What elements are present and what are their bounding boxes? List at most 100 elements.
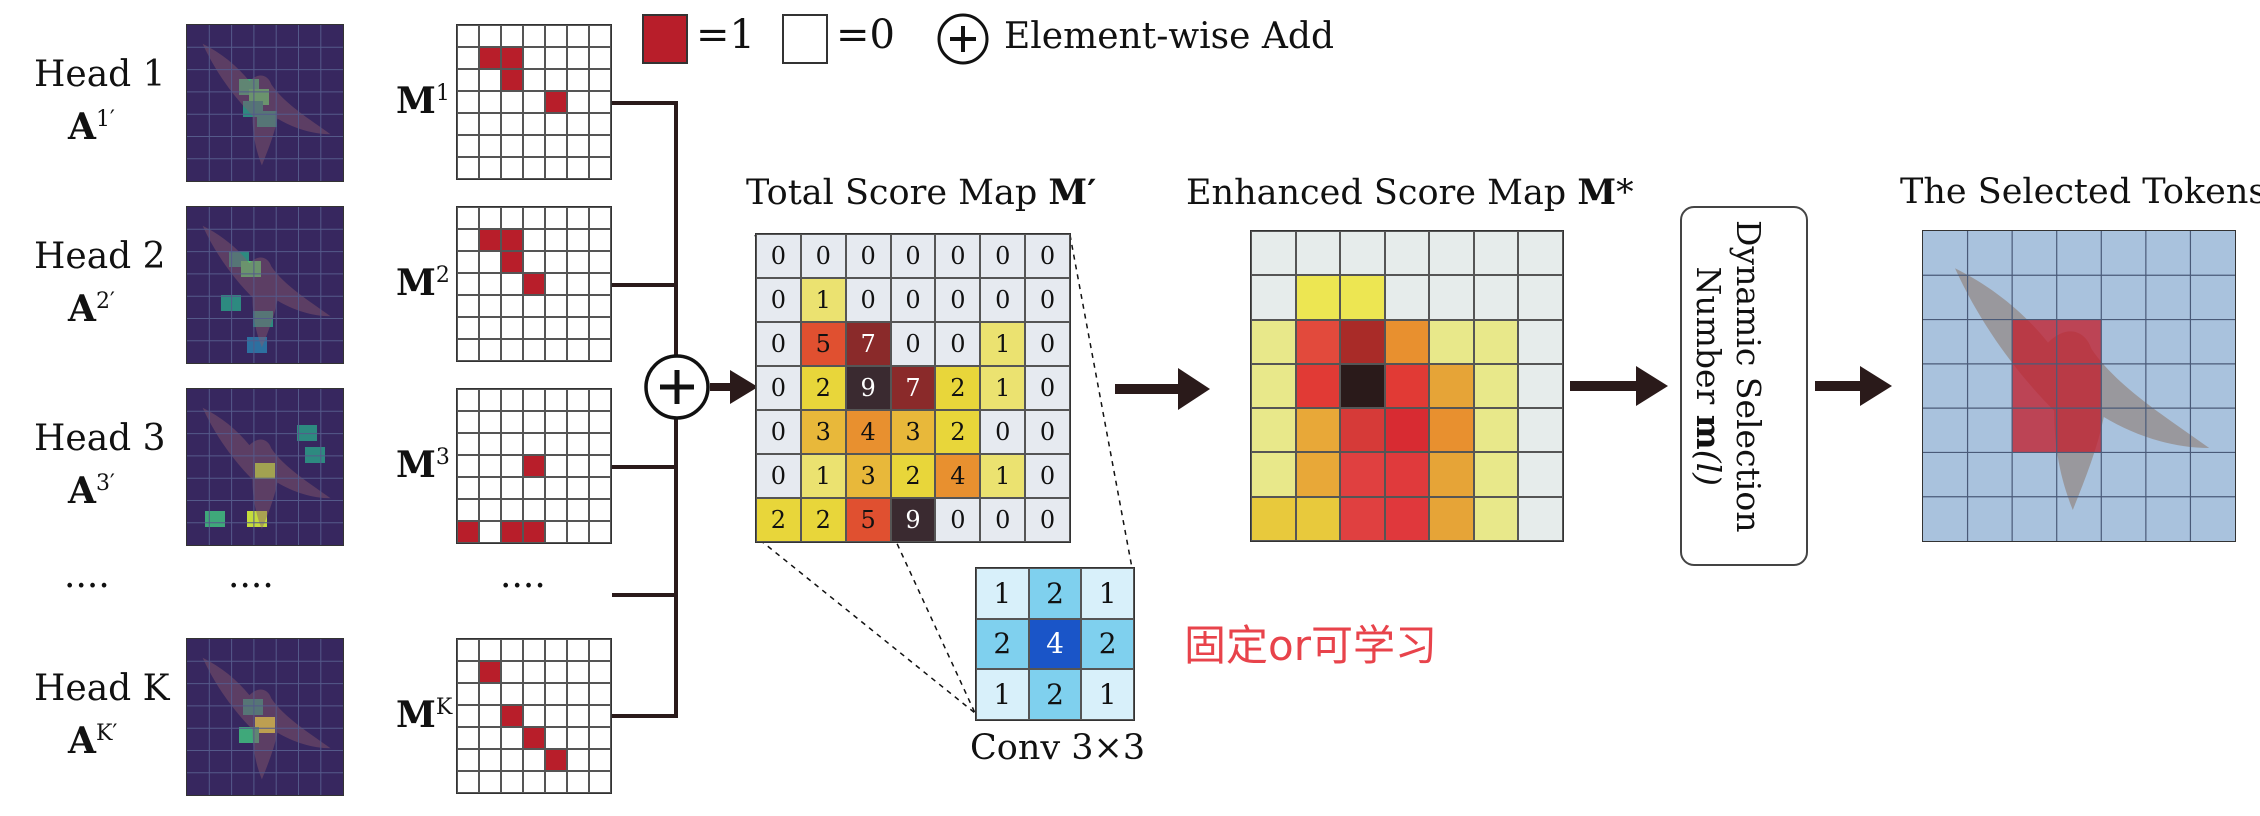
mask-cell-off <box>567 705 589 727</box>
enhanced-map-title-symbol: M <box>1577 172 1617 213</box>
mask-cell-off <box>523 113 545 135</box>
score-cell: 0 <box>980 234 1026 278</box>
head-label: Head 2 <box>34 236 166 277</box>
mask-cell-on <box>501 521 523 543</box>
mask-cell-off <box>457 295 479 317</box>
enhanced-cell <box>1429 231 1474 276</box>
mask-cell-off <box>545 683 567 705</box>
mask-cell-off <box>567 229 589 251</box>
mask-cell-off <box>457 207 479 229</box>
ellipsis-attn: ···· <box>228 566 274 607</box>
mask-cell-off <box>457 229 479 251</box>
mask-cell-off <box>567 91 589 113</box>
score-cell: 7 <box>845 322 891 366</box>
mask-cell-off <box>457 113 479 135</box>
score-cell: 0 <box>980 498 1026 542</box>
attention-heatmap <box>186 206 344 364</box>
enhanced-cell <box>1384 452 1430 497</box>
mask-cell-off <box>501 25 523 47</box>
mask-cell-off <box>545 411 567 433</box>
enhanced-cell <box>1429 452 1474 497</box>
enhanced-cell <box>1518 319 1563 364</box>
score-cell: 0 <box>800 234 846 278</box>
enhanced-cell <box>1340 496 1385 541</box>
mask-cell-off <box>589 317 611 339</box>
mask-cell-on <box>523 727 545 749</box>
kernel-label: Conv 3×3 <box>970 728 1146 768</box>
score-cell: 5 <box>800 322 846 366</box>
attention-heatmap <box>186 388 344 546</box>
mask-cell-off <box>457 639 479 661</box>
mask-cell-on <box>545 91 567 113</box>
mask-cell-on <box>501 47 523 69</box>
mask-cell-off <box>567 661 589 683</box>
score-cell: 0 <box>756 234 801 278</box>
mask-cell-off <box>567 727 589 749</box>
score-cell: 0 <box>1025 366 1070 410</box>
arrow-add-to-total <box>710 383 734 391</box>
mask-cell-off <box>589 771 611 793</box>
score-cell: 0 <box>845 234 891 278</box>
enhanced-cell <box>1429 319 1474 364</box>
selected-token <box>2012 319 2057 364</box>
mask-cell-off <box>567 317 589 339</box>
attention-symbol-base: A <box>68 288 96 330</box>
score-cell: 0 <box>756 278 801 322</box>
mask-cell-off <box>545 317 567 339</box>
score-cell: 0 <box>756 366 801 410</box>
score-cell: 0 <box>890 322 936 366</box>
mask-symbol-sup: 3 <box>435 445 450 470</box>
enhanced-cell <box>1473 452 1519 497</box>
selected-grid-overlay <box>1923 231 2235 541</box>
enhanced-cell <box>1340 452 1385 497</box>
mask-cell-off <box>501 91 523 113</box>
mask-cell-off <box>545 47 567 69</box>
mask-cell-off <box>479 251 501 273</box>
mask-cell-off <box>589 69 611 91</box>
plus-circle-icon <box>937 13 989 65</box>
mask-cell-off <box>567 113 589 135</box>
score-cell: 0 <box>935 498 981 542</box>
mask-cell-off <box>545 157 567 179</box>
mask-cell-off <box>567 683 589 705</box>
mask-cell-on <box>501 705 523 727</box>
mask-cell-off <box>567 339 589 361</box>
enhanced-map-title-star: * <box>1616 173 1634 213</box>
mask-cell-off <box>501 273 523 295</box>
mask-cell-off <box>479 113 501 135</box>
enhanced-cell <box>1295 452 1341 497</box>
mask-cell-off <box>457 25 479 47</box>
score-cell: 0 <box>935 322 981 366</box>
mask-cell-off <box>567 411 589 433</box>
enhanced-cell <box>1340 319 1385 364</box>
attention-hotspot <box>241 261 261 277</box>
enhanced-cell <box>1473 496 1519 541</box>
mask-cell-off <box>501 477 523 499</box>
score-cell: 1 <box>980 322 1026 366</box>
mask-cell-off <box>479 411 501 433</box>
enhanced-cell <box>1518 496 1563 541</box>
arrow-selector-to-selected <box>1815 381 1867 391</box>
mask-cell-off <box>457 339 479 361</box>
mask-cell-off <box>479 135 501 157</box>
mask-cell-off <box>545 499 567 521</box>
mask-symbol-base: M <box>396 694 436 736</box>
enhanced-cell <box>1251 452 1296 497</box>
mask-cell-off <box>589 661 611 683</box>
mask-cell-off <box>589 47 611 69</box>
mask-cell-off <box>479 499 501 521</box>
enhanced-cell <box>1473 319 1519 364</box>
mask-cell-off <box>479 433 501 455</box>
mask-cell-off <box>589 499 611 521</box>
mask-cell-off <box>501 339 523 361</box>
enhanced-cell <box>1340 275 1385 320</box>
mask-cell-off <box>479 339 501 361</box>
hawk-silhouette <box>202 407 331 530</box>
mask-cell-off <box>589 157 611 179</box>
element-wise-add-icon <box>644 354 710 420</box>
score-cell: 2 <box>890 454 936 498</box>
mask-cell-off <box>523 25 545 47</box>
mask-cell-off <box>501 389 523 411</box>
dynamic-selection-box: Dynamic Selection Number m(l) <box>1680 206 1808 566</box>
